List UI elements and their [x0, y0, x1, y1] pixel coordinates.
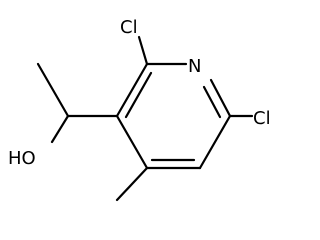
atom-label-n: N	[188, 56, 201, 77]
bond-c2-cl	[137, 35, 149, 66]
bond-n1-c6	[209, 78, 232, 118]
atom-label-cl-right: Cl	[253, 108, 271, 129]
substituent-bonds	[36, 35, 254, 202]
bond-carbinol-oxygen	[50, 114, 70, 144]
bond-c3-c2-inner	[124, 71, 153, 119]
pyridine-ring	[115, 62, 232, 170]
bond-carbinol-methyl	[36, 62, 70, 118]
bond-c6-c5	[198, 114, 232, 170]
atom-label-hydroxyl: HO	[8, 148, 36, 169]
bond-c3-c2	[115, 62, 149, 118]
bond-c4-methyl	[115, 166, 149, 202]
chemical-structure: Cl N Cl HO	[8, 17, 271, 202]
bond-n1-c6-inner	[202, 85, 222, 119]
atom-label-cl-top: Cl	[120, 17, 138, 38]
bond-c4-c3	[115, 114, 149, 170]
